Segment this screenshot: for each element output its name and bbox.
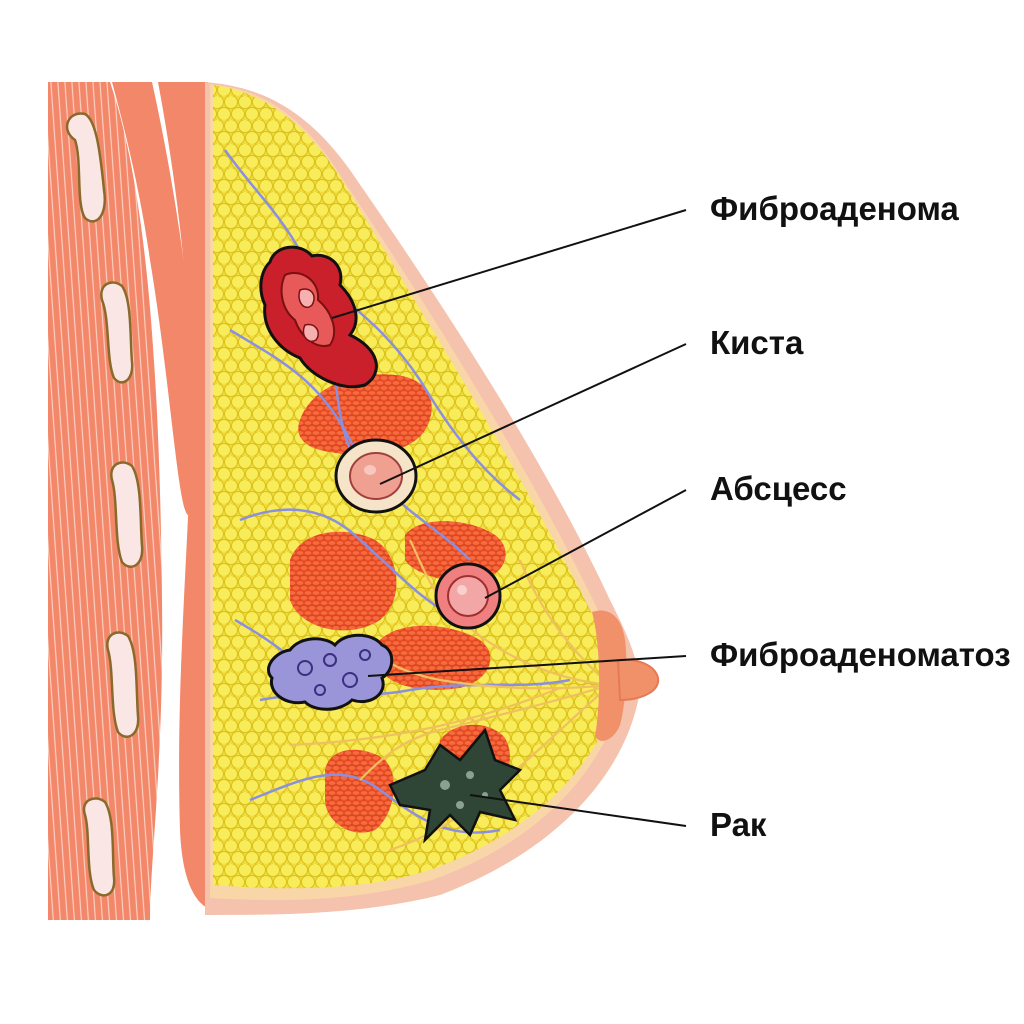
vessel-3 bbox=[239, 508, 461, 622]
leader-line-abscess bbox=[484, 489, 687, 599]
cyst-shape bbox=[334, 438, 418, 514]
label-cyst: Киста bbox=[710, 324, 804, 361]
leader-line-fibroadenoma bbox=[331, 209, 687, 319]
nipple bbox=[616, 658, 660, 702]
fat-tissue bbox=[213, 85, 620, 889]
lobule-upper bbox=[298, 374, 432, 455]
ribs bbox=[65, 112, 144, 897]
duct-6 bbox=[289, 686, 561, 747]
label-fibroadenoma: Фиброаденома bbox=[710, 190, 959, 227]
rib-4 bbox=[106, 631, 140, 738]
rib-5 bbox=[82, 797, 116, 897]
areola bbox=[592, 610, 627, 741]
leader-lines bbox=[331, 209, 687, 827]
vessel-2 bbox=[229, 328, 471, 561]
leader-line-fibroadenomatosis bbox=[367, 655, 687, 677]
duct-3 bbox=[359, 683, 611, 781]
labels: Фиброаденома Киста Абсцесс Фиброаденомат… bbox=[710, 190, 1011, 843]
fibroadenoma-shape bbox=[259, 245, 378, 388]
label-abscess: Абсцесс bbox=[710, 470, 847, 507]
leader-line-cancer bbox=[469, 794, 687, 827]
fibroadenomatosis-shape bbox=[267, 633, 394, 711]
pectoralis-minor-muscle bbox=[112, 82, 200, 516]
vessel-5 bbox=[249, 773, 501, 834]
label-fibroadenomatosis: Фиброаденоматоз bbox=[710, 636, 1011, 673]
lobule-middle-left bbox=[290, 531, 397, 631]
lobule-lower-left bbox=[325, 749, 394, 833]
pathologies bbox=[259, 245, 523, 844]
label-cancer: Рак bbox=[710, 806, 767, 843]
abscess-shape bbox=[434, 562, 502, 630]
rib-3 bbox=[110, 461, 144, 568]
rib-1 bbox=[65, 112, 107, 223]
leader-line-cyst bbox=[379, 343, 687, 485]
rib-2 bbox=[100, 281, 134, 384]
duct-5 bbox=[518, 559, 611, 686]
